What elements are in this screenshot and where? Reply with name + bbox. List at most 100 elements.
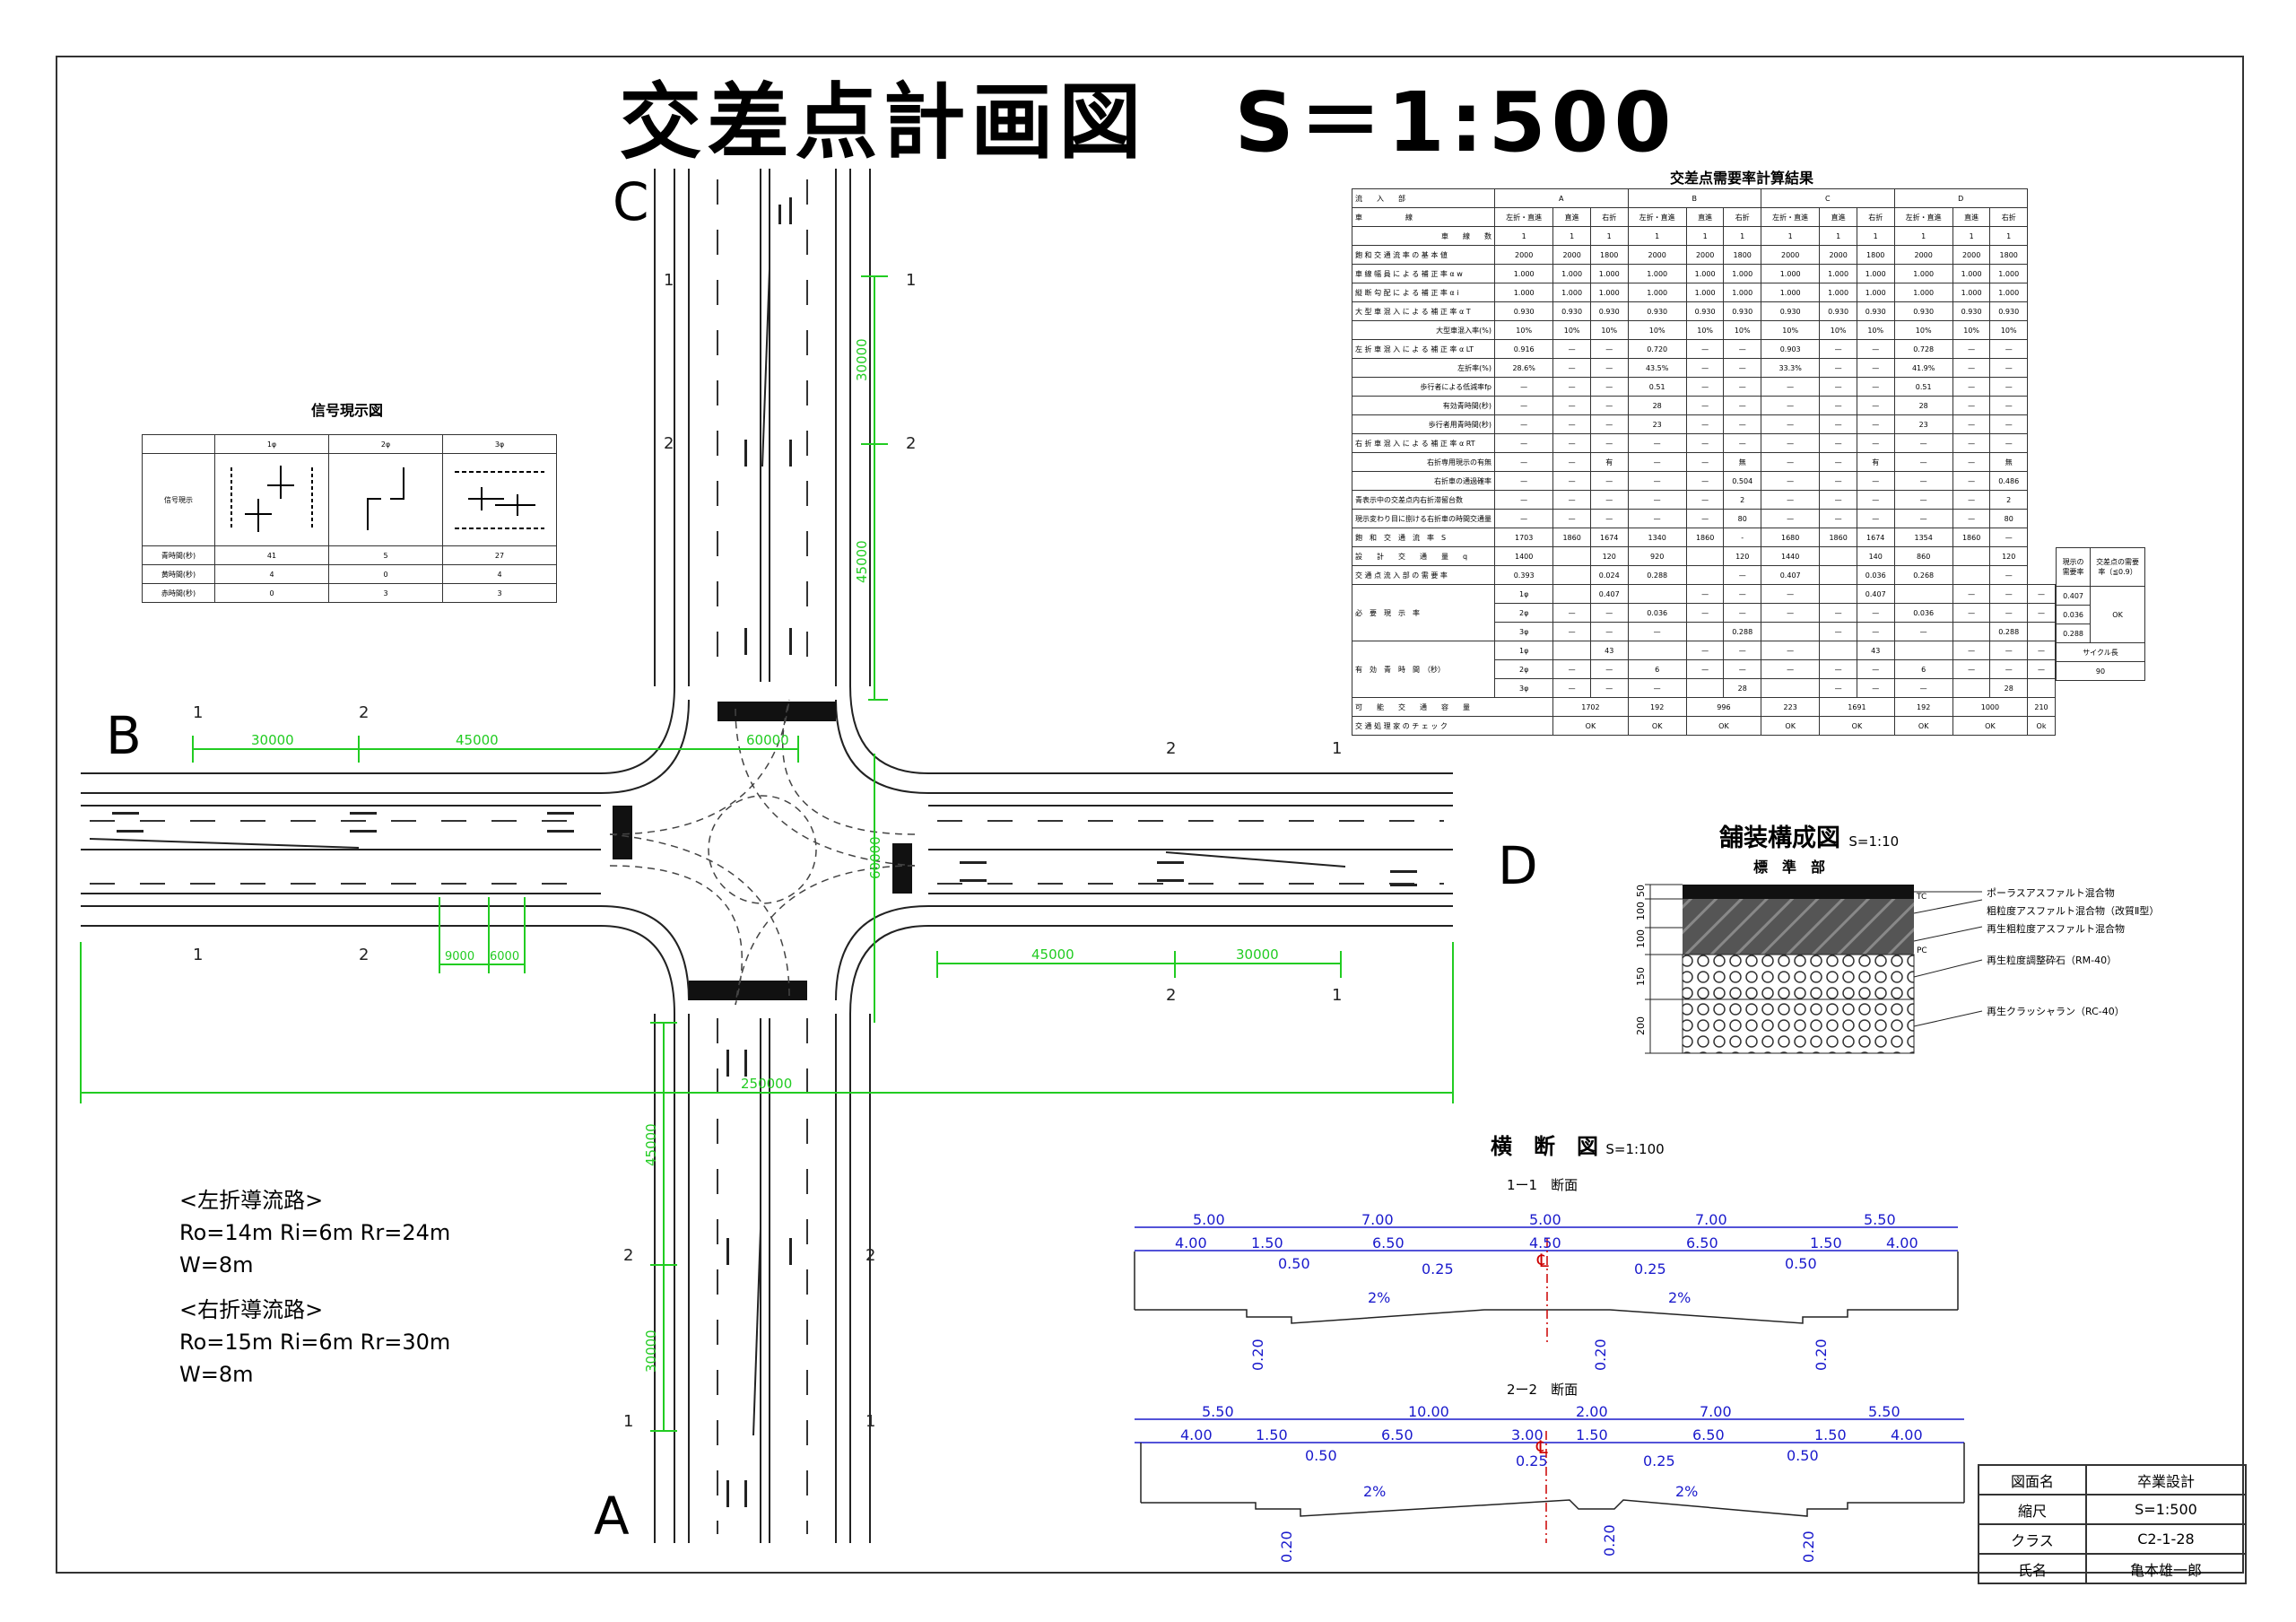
calc-cell: 2000 <box>1760 245 1821 265</box>
s1-small-3: 0.50 <box>1785 1255 1817 1272</box>
calc-cell: Ok <box>2027 716 2056 736</box>
sec-mark-s2: 2 <box>623 1246 633 1265</box>
s2-small-1: 0.25 <box>1516 1452 1548 1469</box>
side-result: OK <box>2090 586 2145 643</box>
s2-mid-3: 3.00 <box>1511 1426 1544 1443</box>
s1-top-3: 7.00 <box>1695 1211 1727 1228</box>
pv-tag-tc: TC <box>1916 893 1926 902</box>
dim-south-lower: 30000 <box>643 1330 659 1373</box>
calc-cell: 192 <box>1627 697 1687 717</box>
pavement-scale: S=1:10 <box>1848 833 1900 850</box>
calc-cell: 1.000 <box>1552 283 1591 302</box>
centerline-1-icon: ℄ <box>1536 1250 1549 1271</box>
s2-top-1: 10.00 <box>1408 1403 1449 1420</box>
title-scale: S＝1:500 <box>1234 74 1677 170</box>
s1-mid-2: 6.50 <box>1372 1234 1405 1251</box>
layer-rm40 <box>1682 954 1915 1000</box>
sec2-label: 2ー2 断面 <box>1507 1382 1578 1398</box>
sec-mark-s1r: 1 <box>865 1412 875 1431</box>
pv-th-1: 100 <box>1635 902 1647 920</box>
sec-mark-n2: 2 <box>664 434 674 453</box>
sec-mark-w1b: 1 <box>193 946 203 964</box>
calc-cell: — <box>1552 339 1591 359</box>
dim-south-upper: 45000 <box>643 1123 659 1166</box>
lane-markings <box>90 179 1444 1534</box>
approach-d: D <box>1498 835 1538 896</box>
sec-mark-e2b: 2 <box>1166 986 1176 1005</box>
sec-mark-s2r: 2 <box>865 1246 875 1265</box>
s2-mid-7: 4.00 <box>1891 1426 1923 1443</box>
s2-slope-1: 2% <box>1675 1483 1698 1500</box>
pv-layer-1: 粗粒度アスファルト混合物（改質Ⅱ型） <box>1987 904 2159 917</box>
signal-title: 信号現示図 <box>311 402 384 419</box>
s1-small-2: 0.25 <box>1634 1260 1666 1278</box>
s1-top-1: 7.00 <box>1361 1211 1394 1228</box>
s1-mid-1: 1.50 <box>1251 1234 1283 1251</box>
left-channel-title: <左折導流路> <box>179 1188 324 1213</box>
calc-cell: OK <box>1952 716 2029 736</box>
calc-cell: OK <box>1760 716 1821 736</box>
s2-top-3: 7.00 <box>1700 1403 1732 1420</box>
dimension-lines <box>80 275 1454 1432</box>
sec-mark-e2: 2 <box>1166 739 1176 758</box>
signal-table: 1φ 2φ 3φ 信号現示 <box>142 434 557 603</box>
dim-west-sub1: 9000 <box>445 950 474 964</box>
pv-th-3: 150 <box>1635 967 1647 986</box>
signal-phase3-diagram <box>442 453 557 546</box>
pavement-subtitle: 標 準 部 <box>1753 859 1826 876</box>
sec-mark-s1: 1 <box>623 1412 633 1431</box>
calc-cell: — <box>1760 490 1821 510</box>
s1-slope-0: 2% <box>1368 1289 1390 1306</box>
tb-label-1: 縮尺 <box>1978 1494 2087 1525</box>
s1-mid-0: 4.00 <box>1175 1234 1207 1251</box>
phase1-arrows-icon <box>230 466 313 532</box>
pv-th-4: 200 <box>1635 1016 1647 1035</box>
s1-top-0: 5.00 <box>1193 1211 1225 1228</box>
s1-small-1: 0.25 <box>1422 1260 1454 1278</box>
s2-mid-0: 4.00 <box>1180 1426 1213 1443</box>
phase2-arrows-icon <box>367 467 404 530</box>
pv-layer-4: 再生クラッシャラン（RC-40） <box>1987 1005 2125 1017</box>
calc-cell: — <box>1760 603 1821 623</box>
sec1-label: 1ー1 断面 <box>1507 1177 1578 1193</box>
s1-mid-6: 4.00 <box>1886 1234 1918 1251</box>
cross-title: 横 断 図 S=1:100 <box>1491 1129 1665 1160</box>
approach-labels: A B C D <box>106 171 1538 1547</box>
side-phase-3: 0.288 <box>2055 624 2092 643</box>
calc-cell: 有 効 青 時 間 （秒） <box>1352 641 1495 698</box>
tb-value-3: 亀本雄一郎 <box>2084 1553 2248 1584</box>
dim-west-left: 30000 <box>251 732 294 748</box>
s2-mid-5: 6.50 <box>1692 1426 1725 1443</box>
s2-top-0: 5.50 <box>1202 1403 1234 1420</box>
s2-mid-2: 6.50 <box>1381 1426 1413 1443</box>
dim-total: 250000 <box>741 1076 792 1092</box>
dim-east-right: 30000 <box>1236 946 1279 963</box>
s2-slope-0: 2% <box>1363 1483 1386 1500</box>
s1-mid-3: 4.50 <box>1529 1234 1561 1251</box>
s1-depth-0: 0.20 <box>1249 1339 1266 1371</box>
s2-mid-4: 1.50 <box>1576 1426 1608 1443</box>
tb-value-1: S=1:500 <box>2084 1494 2248 1525</box>
pv-layer-3: 再生粒度調整砕石（RM-40） <box>1987 954 2117 966</box>
calc-cell: 必 要 現 示 率 <box>1352 584 1495 641</box>
calc-cell: 0.407 <box>1760 565 1821 585</box>
sec-mark-w1: 1 <box>193 703 203 722</box>
channel-notes: <左折導流路> Ro=14m Ri=6m Rr=24m W=8m <右折導流路>… <box>179 1184 450 1391</box>
pv-layer-0: ポーラスアスファルト混合物 <box>1987 886 2115 899</box>
cross-title-text: 横 断 図 <box>1491 1134 1598 1159</box>
s2-small-0: 0.50 <box>1305 1447 1337 1464</box>
calc-title: 交差点需要率計算結果 <box>1670 170 1814 187</box>
s2-top-2: 2.00 <box>1576 1403 1608 1420</box>
tb-label-2: クラス <box>1978 1523 2087 1555</box>
sec-mark-n2r: 2 <box>906 434 916 453</box>
calc-cell: 210 <box>2027 697 2056 717</box>
s2-small-3: 0.50 <box>1787 1447 1819 1464</box>
left-channel-width: W=8m <box>179 1252 254 1278</box>
dim-west-right: 45000 <box>456 732 499 748</box>
sec-mark-n1r: 1 <box>906 271 916 290</box>
drawing-frame <box>56 56 2244 1574</box>
signal-red-3: 3 <box>442 583 557 603</box>
